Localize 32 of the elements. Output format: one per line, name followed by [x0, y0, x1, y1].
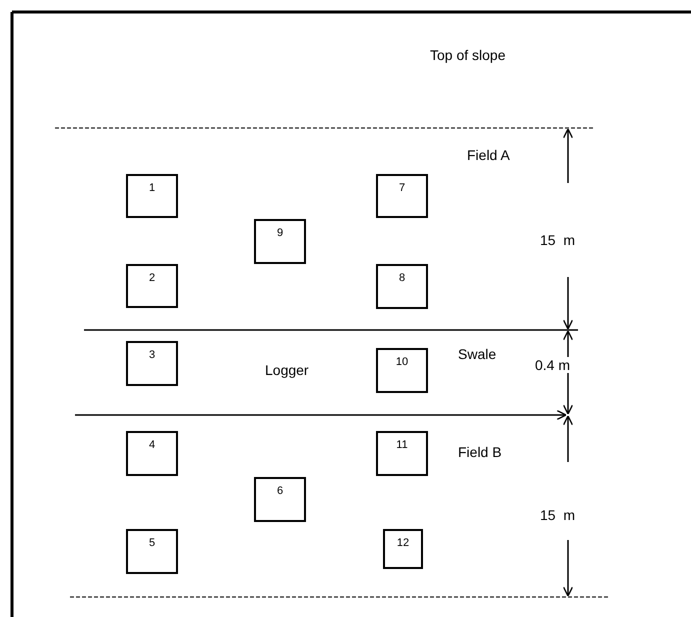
- plot-box: [126, 174, 178, 218]
- plot-number: 10: [394, 356, 410, 368]
- plot-number: 4: [148, 439, 156, 451]
- plot-box: [383, 529, 423, 569]
- dimension-label: 15 m: [540, 232, 576, 248]
- plot-number: 8: [398, 272, 406, 284]
- plot-number: 11: [395, 439, 409, 451]
- plot-number: 9: [276, 227, 284, 239]
- plot-box: [376, 174, 428, 218]
- plot-number: 7: [398, 182, 406, 194]
- plot-number: 1: [148, 182, 156, 194]
- plot-box: [126, 431, 178, 476]
- swale-label: Swale: [458, 346, 496, 362]
- logger-label: Logger: [265, 362, 309, 378]
- slope-label: Top of slope: [430, 47, 506, 63]
- plot-number: 12: [396, 537, 410, 549]
- plot-box: [254, 219, 306, 264]
- plot-box: [126, 341, 178, 386]
- plot-box: [376, 348, 428, 393]
- dimension-label: 15 m: [540, 507, 576, 523]
- plot-number: 3: [148, 349, 156, 361]
- plot-number: 5: [148, 537, 156, 549]
- plot-box: [126, 264, 178, 308]
- plot-number: 6: [276, 485, 284, 497]
- field-label: Field B: [458, 444, 502, 460]
- field-label: Field A: [467, 147, 510, 163]
- plot-box: [126, 529, 178, 574]
- plot-number: 2: [148, 272, 156, 284]
- plot-box: [254, 477, 306, 522]
- dimension-label: 0.4 m: [535, 357, 570, 373]
- plot-box: [376, 431, 428, 476]
- plot-box: [376, 264, 428, 309]
